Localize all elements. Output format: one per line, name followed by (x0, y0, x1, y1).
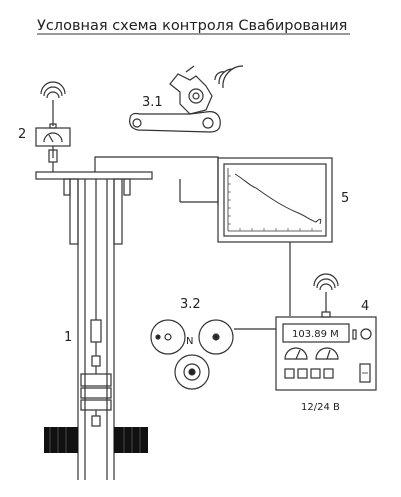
pulley-center-letter: N (186, 336, 193, 347)
controller-body (275, 316, 377, 391)
controller-button-1 (284, 368, 295, 379)
antenna-icon (214, 65, 244, 89)
controller-button-4 (323, 368, 334, 379)
label-controller: 4 (361, 299, 369, 314)
gauge-icon (284, 347, 308, 360)
packer-right (114, 427, 148, 453)
power-switch-icon (359, 363, 371, 383)
crank-sensor-3-1 (129, 65, 244, 133)
antenna-icon (40, 81, 66, 99)
controller-button-2 (297, 368, 308, 379)
sensor-2 (35, 81, 71, 163)
antenna-icon (313, 273, 339, 291)
monitor-5 (179, 157, 333, 243)
knob-icon (360, 328, 372, 340)
packer-left (44, 427, 78, 453)
gauge-icon (315, 347, 339, 360)
controller-button-3 (310, 368, 321, 379)
label-voltage: 12/24 В (301, 402, 340, 413)
controller-display (282, 323, 350, 343)
controller-display-value: 103.89 М (292, 329, 339, 340)
monitor-screen (223, 163, 327, 237)
diagram-title: Условная схема контроля Свабирования (37, 18, 347, 34)
sensor-body (35, 127, 71, 147)
label-pulley-block: 3.2 (180, 297, 201, 312)
label-crank-sensor: 3.1 (142, 95, 163, 110)
controller-4: 103.89 М (275, 273, 377, 391)
monitor-frame (217, 157, 333, 243)
label-monitor: 5 (341, 191, 349, 206)
label-well: 1 (64, 330, 72, 345)
pulley-block-3-2 (150, 319, 276, 390)
monitor-curve (234, 173, 322, 225)
label-sensor: 2 (18, 127, 26, 142)
gauge-icon (43, 132, 63, 143)
